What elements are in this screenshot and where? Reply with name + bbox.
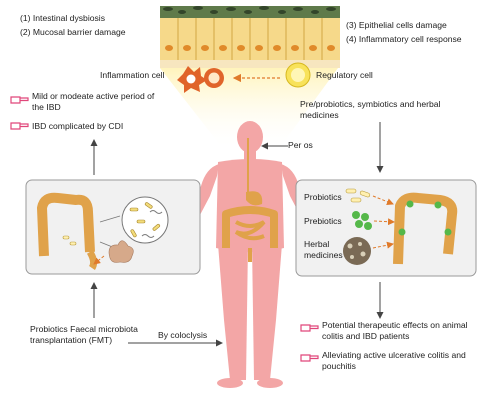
right-treatment-box bbox=[295, 179, 477, 277]
regulatory-cell-label: Regulatory cell bbox=[316, 70, 373, 80]
flow-arrows bbox=[90, 122, 384, 347]
ibd-cdi-label: IBD complicated by CDI bbox=[32, 121, 124, 131]
per-os-label: Per os bbox=[288, 140, 313, 150]
mucosa-strip bbox=[160, 6, 340, 68]
left-colon-box bbox=[25, 179, 201, 275]
prebiotics-box-label: Prebiotics bbox=[304, 216, 342, 226]
by-coloclysis-label: By coloclysis bbox=[158, 330, 208, 340]
probiotics-box-label: Probiotics bbox=[304, 192, 342, 202]
regulatory-cell bbox=[285, 62, 311, 88]
inflammation-cells bbox=[177, 66, 224, 93]
mild-active-ibd-label: Mild or modeate active period of the IBD bbox=[32, 91, 155, 112]
pre-probiotics-label: Pre/probiotics, symbiotics and herbal me… bbox=[300, 99, 441, 120]
herbal-medicines-box-label: Herbal medicines bbox=[304, 239, 343, 260]
pointing-hand-icon bbox=[10, 122, 29, 130]
light-beam bbox=[160, 68, 338, 150]
inflammatory-cell-response-label: (4) Inflammatory cell response bbox=[346, 34, 462, 44]
therapeutic-effects-label: Potential therapeutic effects on animal … bbox=[322, 320, 468, 341]
pointing-hand-icon bbox=[10, 96, 29, 104]
epithelial-cells-damage-label: (3) Epithelial cells damage bbox=[346, 20, 447, 30]
human-body bbox=[170, 121, 330, 388]
alleviating-uc-label: Alleviating active ulcerative colitis an… bbox=[322, 350, 466, 371]
pointing-hand-icon bbox=[300, 324, 319, 332]
inflammation-cell-label: Inflammation cell bbox=[100, 70, 165, 80]
fmt-label: Probiotics Faecal microbiota transplanta… bbox=[30, 324, 138, 345]
digestive-tract bbox=[222, 138, 278, 262]
pointing-hand-icon bbox=[300, 354, 319, 362]
mucosal-barrier-damage-label: (2) Mucosal barrier damage bbox=[20, 27, 126, 37]
intestinal-dysbiosis-label: (1) Intestinal dysbiosis bbox=[20, 13, 106, 23]
